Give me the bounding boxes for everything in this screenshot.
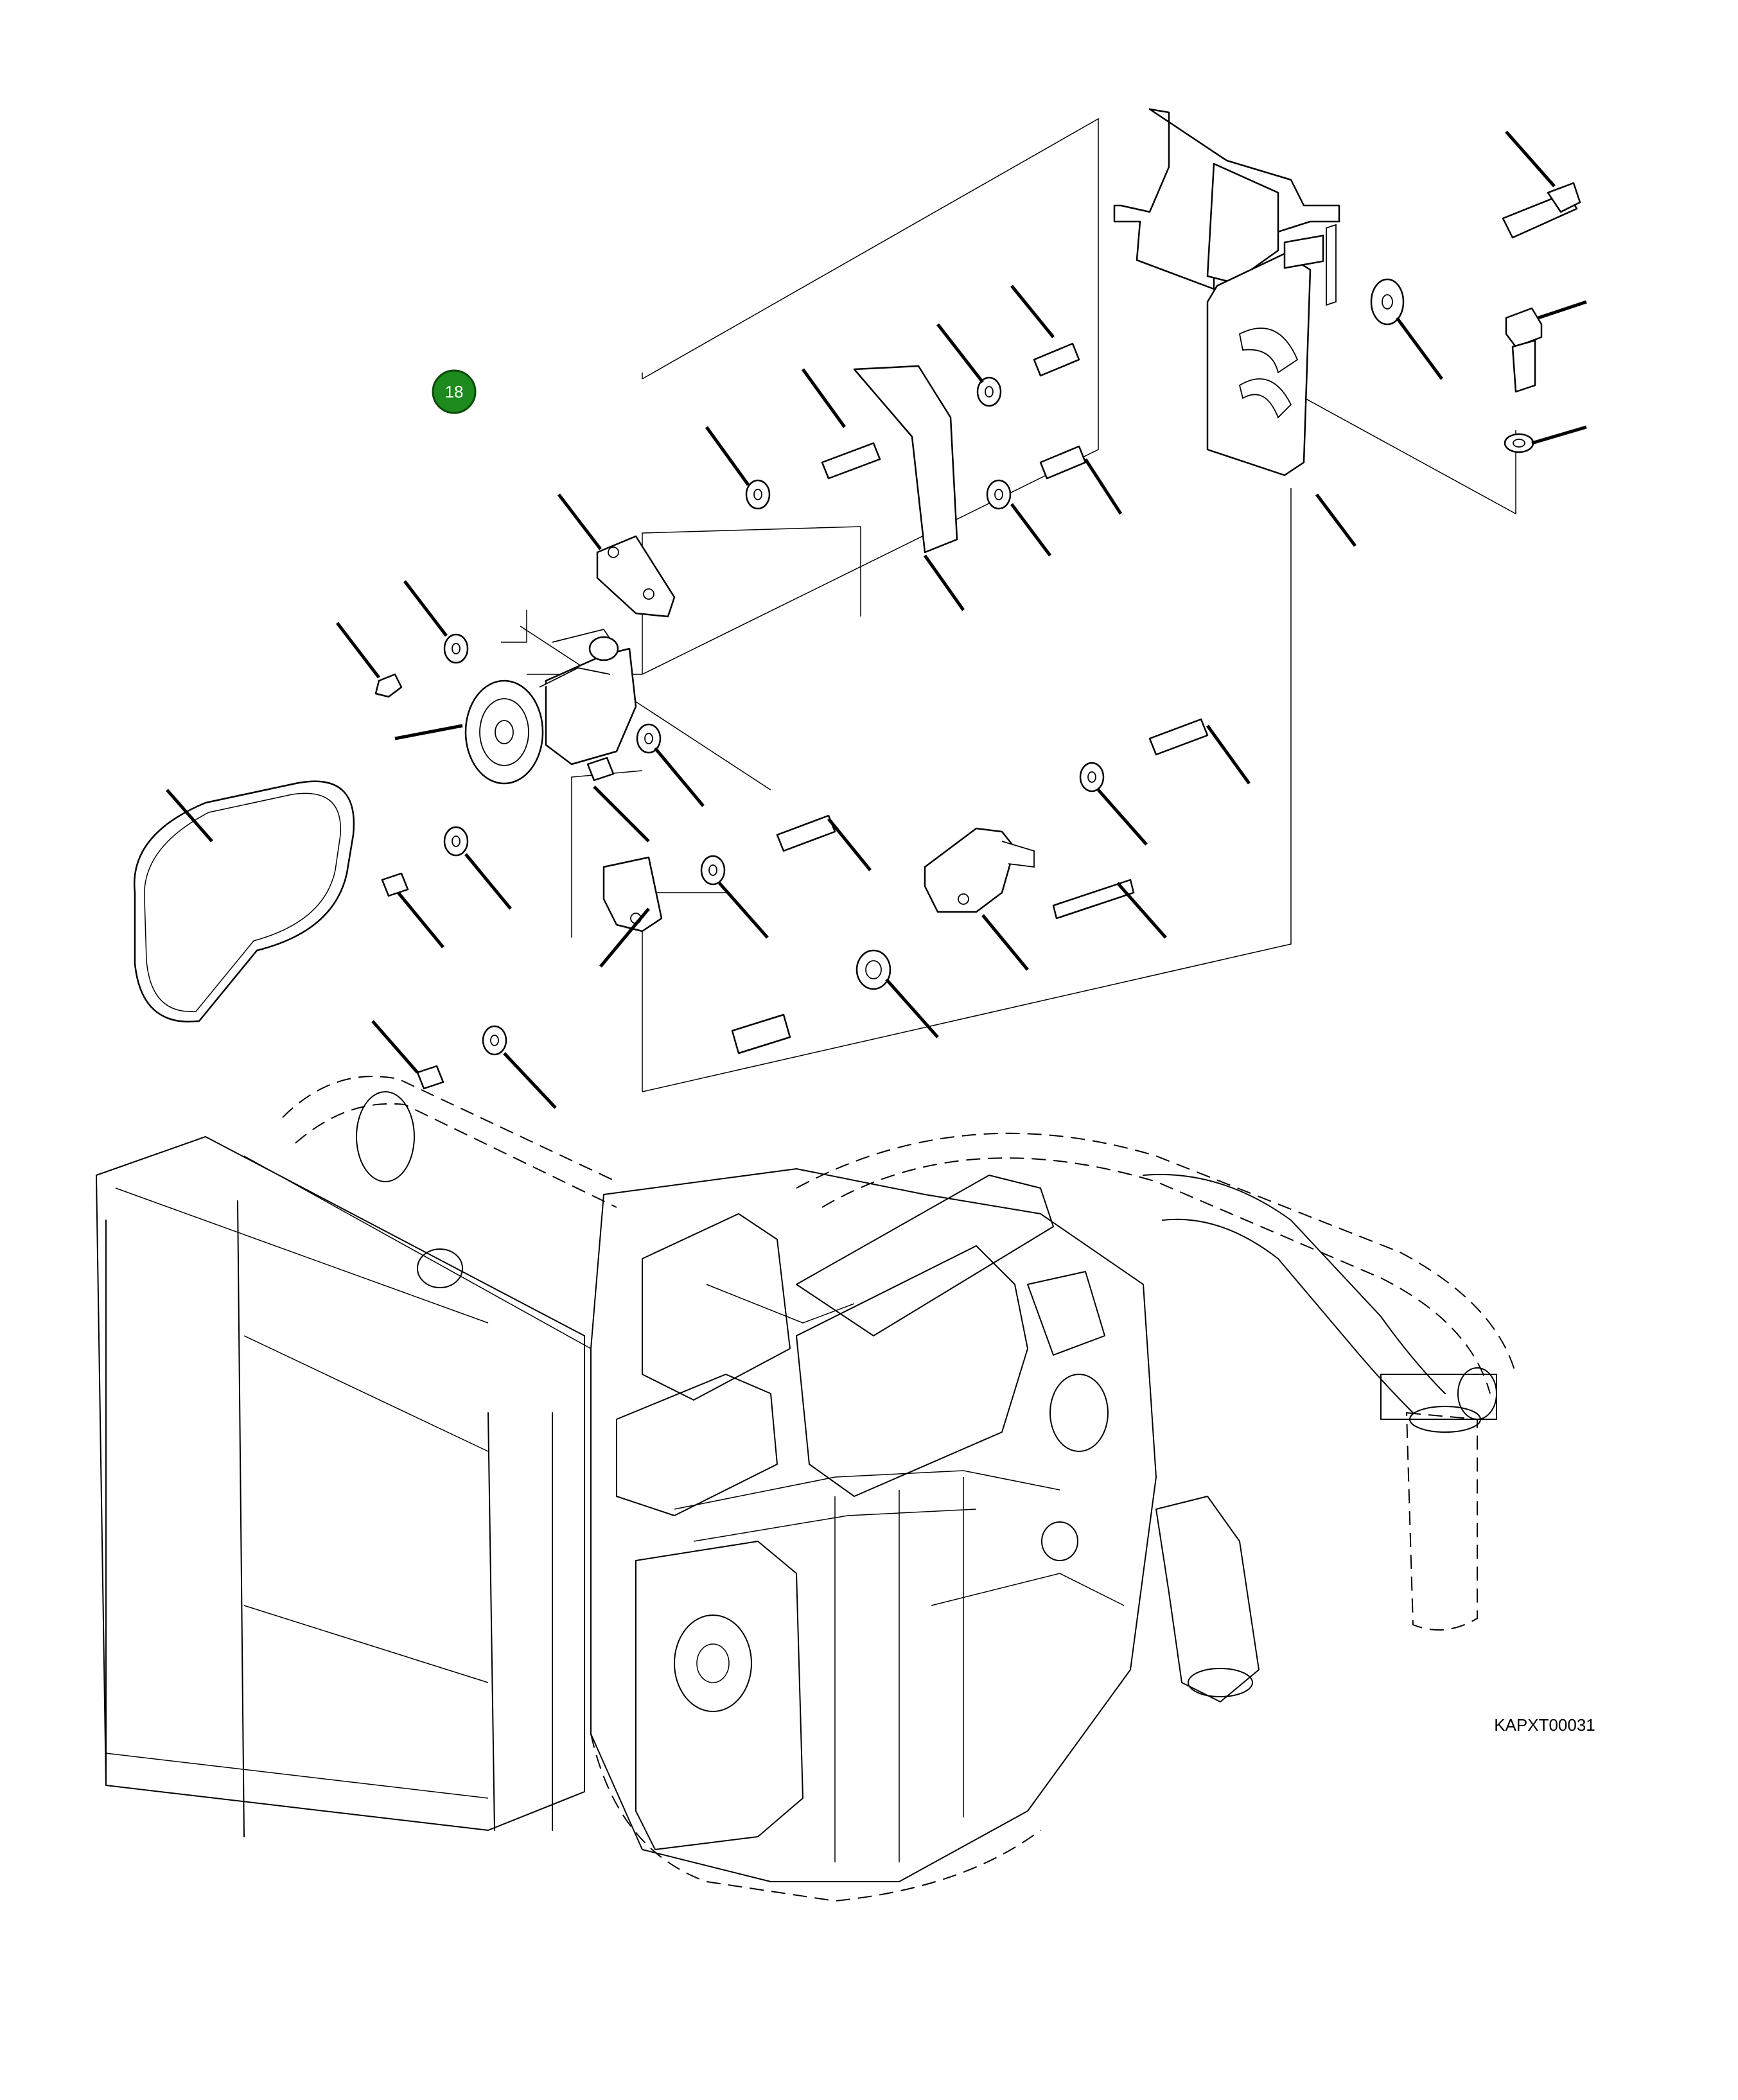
bolt-vertical-right xyxy=(1504,307,1543,453)
bolt-top-right xyxy=(1370,182,1581,326)
lower-fasteners xyxy=(381,718,1209,1090)
callout-18-label: 18 xyxy=(445,382,464,401)
mounting-bracket-upper xyxy=(1113,108,1340,477)
callout-18[interactable]: 18 xyxy=(432,369,477,414)
compressor xyxy=(464,628,637,785)
lower-brackets xyxy=(602,827,1035,932)
engine-assembly xyxy=(96,1076,1516,1902)
drive-belt xyxy=(133,780,355,1023)
bracket-plate xyxy=(596,535,676,618)
washers-left xyxy=(374,633,662,782)
leader-lines xyxy=(166,130,1587,1109)
drawing-code: KAPXT00031 xyxy=(1494,1715,1595,1735)
middle-fasteners xyxy=(745,342,1087,554)
